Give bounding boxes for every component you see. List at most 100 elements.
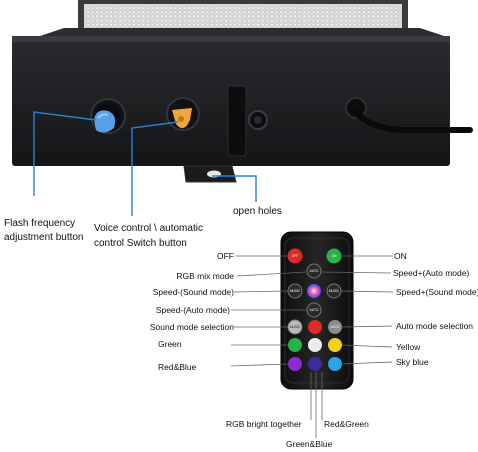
led-dot (118, 18, 122, 23)
red-blue-button[interactable] (288, 357, 302, 371)
led-dot (219, 18, 224, 23)
led-dot (90, 14, 95, 19)
red-button[interactable] (308, 320, 322, 334)
led-dot (380, 6, 385, 10)
label-rgb-mix: RGB mix mode (176, 271, 234, 281)
led-dot (118, 10, 122, 14)
rgb-mix-button[interactable] (307, 284, 321, 298)
led-dot (86, 10, 90, 14)
led-dot (178, 18, 182, 23)
led-dot (104, 23, 109, 27)
led-dot (334, 6, 339, 10)
led-dot (210, 10, 214, 14)
led-dot (334, 14, 339, 19)
flash-frequency-knob[interactable] (90, 98, 126, 134)
led-dot (215, 18, 219, 23)
led-dot (104, 14, 109, 19)
led-dot (146, 18, 150, 23)
led-dot (265, 23, 270, 27)
led-dot (210, 6, 214, 10)
led-dot (366, 6, 371, 10)
led-dot (247, 10, 251, 14)
led-dot (251, 18, 256, 23)
led-dot (325, 10, 329, 14)
led-dot (155, 10, 159, 14)
led-dot (343, 18, 348, 23)
yellow-button[interactable] (328, 338, 342, 352)
off-button[interactable] (287, 248, 303, 264)
led-dot (371, 18, 375, 23)
led-dot (228, 6, 233, 10)
led-dot (210, 14, 214, 19)
voice-control-switch[interactable] (166, 97, 200, 131)
led-dot (274, 18, 279, 23)
led-dot (238, 14, 242, 19)
led-dot (261, 6, 265, 10)
led-dot (219, 6, 224, 10)
led-dot (348, 14, 352, 19)
led-dot (182, 18, 187, 23)
led-dot (366, 10, 371, 14)
led-dot (164, 23, 168, 27)
led-dot (205, 14, 210, 19)
label-speed-plus-auto: Speed+(Auto mode) (393, 268, 470, 278)
voice-control-label-line1: Voice control \ automatic (94, 223, 203, 234)
led-dot (228, 18, 233, 23)
white-button[interactable] (308, 338, 322, 352)
auto-speed-up-button[interactable] (306, 263, 322, 279)
btn-text-off: OFF (292, 254, 298, 258)
led-dot (233, 14, 237, 19)
led-dot (288, 6, 293, 10)
on-button[interactable] (326, 248, 342, 264)
led-dot (316, 23, 320, 27)
led-dot (205, 6, 210, 10)
led-dot (141, 14, 145, 19)
auto-mode-button[interactable] (328, 320, 342, 334)
led-dot (394, 10, 398, 14)
led-dot (371, 6, 375, 10)
led-dot (316, 14, 320, 19)
led-dot (205, 10, 210, 14)
led-dot (288, 23, 293, 27)
led-dot (192, 18, 196, 23)
led-dot (274, 23, 279, 27)
led-dot (251, 6, 256, 10)
led-dot (270, 18, 274, 23)
led-dot (385, 10, 389, 14)
led-dot (123, 18, 127, 23)
led-dot (159, 23, 164, 27)
led-dot (228, 10, 233, 14)
led-dot (330, 10, 334, 14)
led-dot (339, 6, 343, 10)
led-dot (325, 14, 329, 19)
led-dot (325, 6, 329, 10)
led-dot (311, 6, 316, 10)
led-dot (146, 23, 150, 27)
led-dot (178, 23, 182, 27)
led-dot (325, 23, 329, 27)
led-dot (362, 10, 366, 14)
led-dot (357, 14, 362, 19)
label-auto-mode-selection: Auto mode selection (396, 321, 474, 331)
led-dot (155, 6, 159, 10)
led-dot (339, 18, 343, 23)
led-dot (316, 6, 320, 10)
led-dot (380, 23, 385, 27)
led-dot (109, 18, 113, 23)
led-dot (251, 10, 256, 14)
led-dot (196, 23, 201, 27)
led-dot (141, 18, 145, 23)
led-dot (348, 6, 352, 10)
led-dot (113, 23, 118, 27)
led-dot (380, 18, 385, 23)
green-blue-button[interactable] (308, 357, 322, 371)
label-yellow: Yellow (396, 342, 421, 352)
led-dot (118, 23, 122, 27)
led-dot (389, 14, 394, 19)
sky-blue-button[interactable] (328, 357, 342, 371)
label-speed-minus-sound: Speed-(Sound mode) (152, 287, 234, 297)
led-dot (274, 14, 279, 19)
green-button[interactable] (288, 338, 302, 352)
led-dot (256, 14, 260, 19)
led-dot (311, 10, 316, 14)
